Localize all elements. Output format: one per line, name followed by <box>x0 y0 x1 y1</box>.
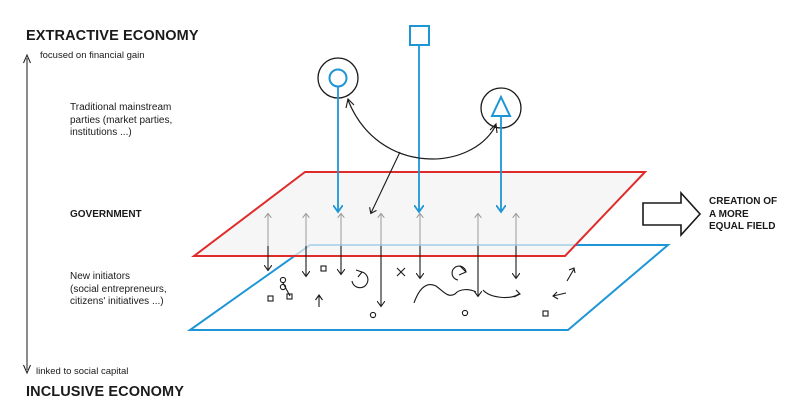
small-square-icon <box>267 295 274 302</box>
curved-path-icon <box>482 289 520 299</box>
new-initiators-label: New initiators (social entrepreneurs, ci… <box>70 271 167 307</box>
cycle-arrow-icon <box>451 265 467 281</box>
small-circle-icon <box>279 276 287 284</box>
small-circle-icon <box>461 309 469 317</box>
inclusive-plane <box>186 244 671 331</box>
inclusive-economy-title: INCLUSIVE ECONOMY <box>26 384 184 400</box>
circle-actor-icon <box>317 57 359 99</box>
wavy-path-icon <box>413 284 477 304</box>
small-square-icon <box>320 265 327 272</box>
vertical-axis-arrow <box>23 53 31 375</box>
arc-arrowhead-left <box>345 97 355 109</box>
equal-field-arrow <box>642 190 702 238</box>
inclusive-economy-subtitle: linked to social capital <box>36 366 129 377</box>
institution-interaction-arc <box>347 99 497 160</box>
arc-arrowhead-right <box>489 122 498 134</box>
extractive-economy-title: EXTRACTIVE ECONOMY <box>26 28 199 44</box>
small-diagonal-arrow-icon <box>566 267 576 282</box>
cycle-arrow-icon <box>351 271 369 289</box>
small-left-arrow-icon <box>552 291 567 300</box>
government-label: GOVERNMENT <box>70 209 142 220</box>
extractive-economy-subtitle: focused on financial gain <box>40 50 145 61</box>
downward-initiative-arrows <box>268 246 516 306</box>
arc-to-government-arrow <box>371 151 401 213</box>
small-up-arrow-icon <box>315 294 323 307</box>
small-circle-icon <box>369 311 377 319</box>
square-actor-icon <box>409 25 430 46</box>
equal-field-label: CREATION OF A MORE EQUAL FIELD <box>709 196 778 232</box>
initiative-symbols <box>267 265 576 319</box>
traditional-parties-label: Traditional mainstream parties (market p… <box>70 102 173 138</box>
small-square-icon <box>286 293 293 300</box>
small-square-icon <box>542 310 549 317</box>
cross-icon <box>396 267 406 277</box>
